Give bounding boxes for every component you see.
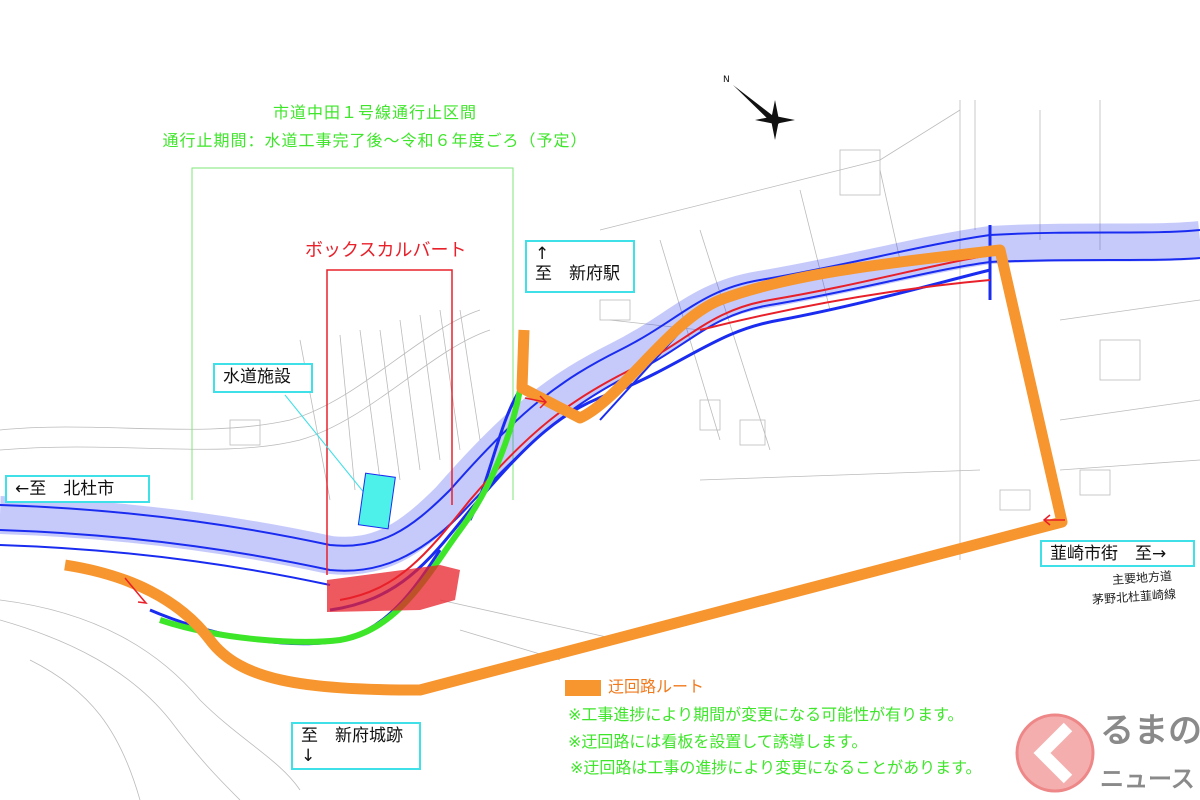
logo-text-1: るまの <box>1100 711 1200 751</box>
north-arrow-icon: N <box>723 75 795 140</box>
box-culvert <box>326 269 460 612</box>
detour-legend-label: 迂回路ルート <box>608 677 705 696</box>
water-facility-label: 水道施設 <box>213 363 313 393</box>
note-2: ※迂回路には看板を設置して誘導します。 <box>568 732 868 751</box>
logo-text-2: ニュース <box>1100 765 1195 793</box>
detour-arrows <box>124 395 1065 604</box>
to-shinpu-castle-text: 至 新府城跡 <box>301 726 403 746</box>
down-arrow: ↓ <box>301 746 316 766</box>
closure-title: 市道中田１号線通行止区間 <box>272 103 477 122</box>
to-shinpu-castle-label: 至 新府城跡 ↓ <box>291 722 421 770</box>
to-nirasaki-label: 韮崎市街 至→ <box>1040 540 1195 567</box>
closure-period: 通行止期間：水道工事完了後〜令和６年度ごろ（予定） <box>162 131 588 150</box>
note-3: ※迂回路は工事の進捗により変更になることがあります。 <box>570 758 982 777</box>
box-culvert-label: ボックスカルバート <box>305 240 467 261</box>
up-arrow: ↑ <box>535 244 550 264</box>
to-shinpu-station-label: ↑ 至 新府駅 <box>525 240 635 293</box>
svg-text:N: N <box>723 75 730 85</box>
kuruma-news-logo <box>1015 713 1095 793</box>
closed-section-frame <box>191 167 514 500</box>
note-1: ※工事進捗により期間が変更になる可能性が有ります。 <box>568 705 964 724</box>
detour-legend-swatch <box>565 680 601 696</box>
water-facility <box>284 394 396 530</box>
detour-route <box>64 244 1068 696</box>
to-hokuto-label: ←至 北杜市 <box>5 475 150 503</box>
to-shinpu-station-text: 至 新府駅 <box>535 264 620 284</box>
